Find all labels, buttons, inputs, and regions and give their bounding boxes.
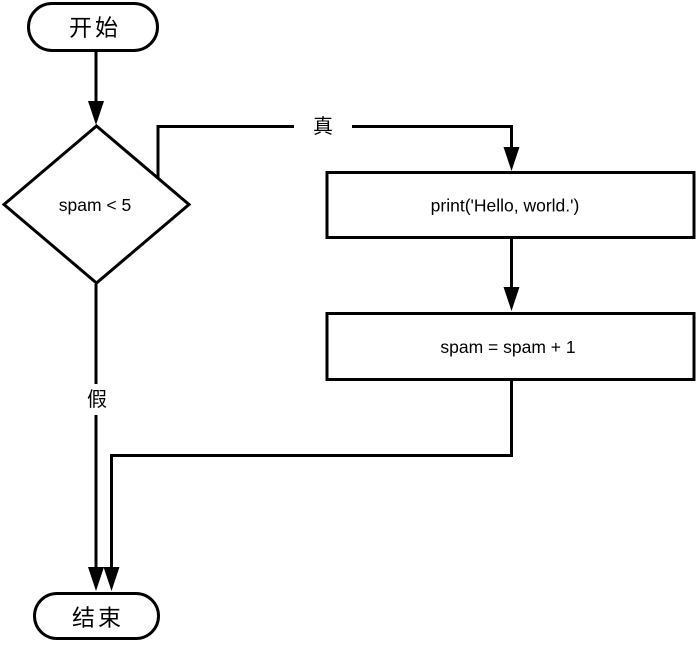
end-label: 结束	[72, 605, 124, 631]
false-label-backing	[82, 384, 110, 415]
process-print-shape	[325, 171, 696, 239]
process-print-label: print('Hello, world.')	[431, 196, 580, 216]
start-label: 开始	[69, 15, 121, 41]
decision-label: spam < 5	[59, 195, 131, 215]
true-edge-label: 真	[313, 115, 333, 138]
decision-diamond: spam < 5	[1, 124, 192, 285]
start-terminator: 开始	[27, 2, 159, 52]
arrowhead-false-into-end-icon	[88, 567, 104, 591]
arrowheads	[88, 101, 520, 591]
process-increment-shape	[325, 312, 696, 381]
process-increment: spam = spam + 1	[325, 312, 696, 381]
end-terminator: 结束	[33, 592, 160, 640]
process-print: print('Hello, world.')	[325, 171, 696, 239]
false-edge-label: 假	[87, 388, 107, 411]
edges	[94, 52, 513, 570]
start-terminator-shape	[27, 2, 159, 52]
arrowhead-loop-into-end-icon	[103, 567, 120, 591]
arrowhead-into-increment-icon	[503, 287, 520, 311]
edge-labels: 真 假	[82, 112, 352, 415]
decision-diamond-shape	[1, 124, 192, 285]
process-increment-label: spam = spam + 1	[440, 337, 575, 357]
arrowhead-into-decision-icon	[88, 101, 104, 125]
true-label-backing	[294, 112, 352, 141]
end-terminator-shape	[33, 592, 160, 640]
arrowhead-into-print-icon	[503, 147, 520, 171]
edge-loop-back	[110, 381, 513, 570]
